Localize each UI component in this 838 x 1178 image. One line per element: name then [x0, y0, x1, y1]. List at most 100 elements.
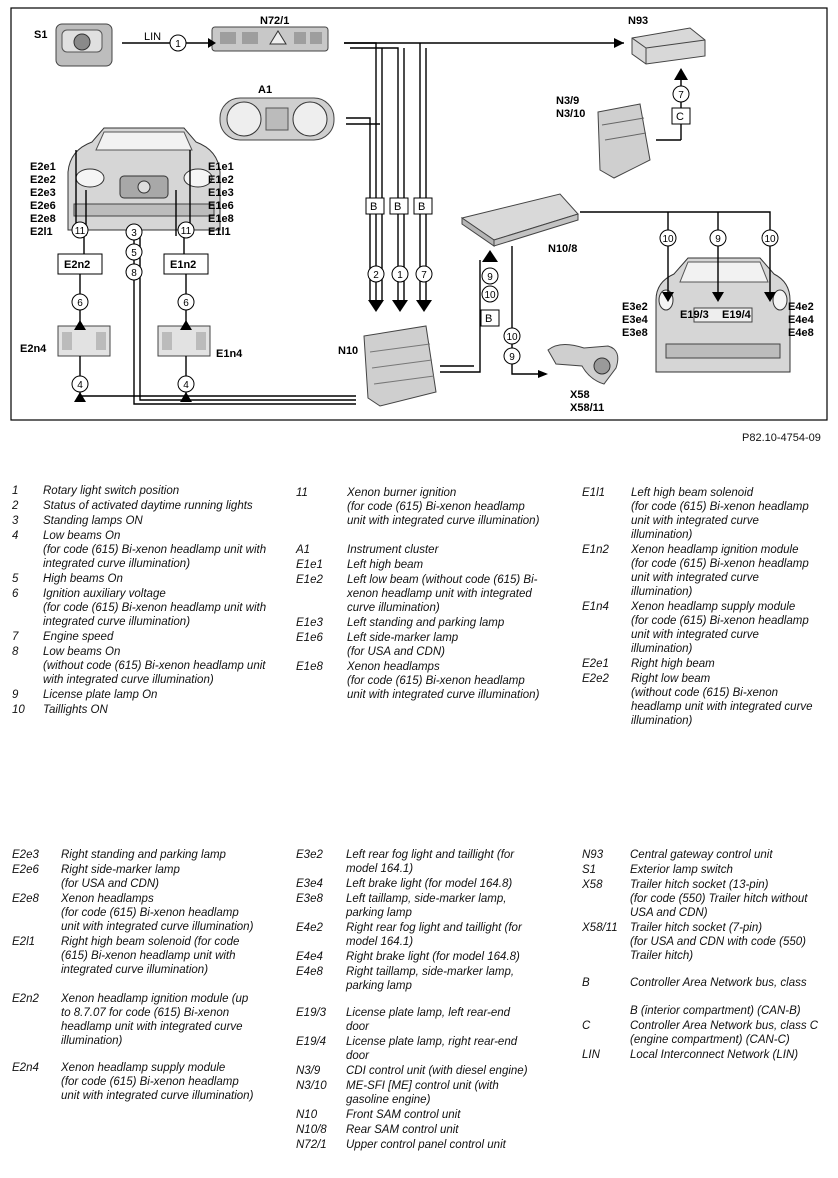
label-n93: N93 [628, 15, 648, 27]
svg-text:E4e4: E4e4 [788, 314, 815, 326]
legend-description: Trailer hitch socket (7-pin) (for USA an… [630, 922, 806, 962]
legend-code: E1e2 [296, 574, 323, 586]
legend-description: Right taillamp, side-marker lamp, parkin… [346, 966, 515, 992]
legend-code: E19/4 [296, 1036, 327, 1048]
svg-text:7: 7 [678, 90, 684, 101]
legend-description: Ignition auxiliary voltage (for code (61… [43, 588, 267, 628]
svg-text:10: 10 [506, 332, 518, 343]
legend-description: License plate lamp, left rear-end door [346, 1007, 511, 1033]
legend-code: E1l1 [582, 487, 606, 499]
s1-switch-icon [55, 23, 113, 67]
svg-text:E1e8: E1e8 [208, 213, 234, 225]
label-x58-11: X58/11 [570, 402, 604, 414]
legend-code: 3 [12, 515, 19, 527]
legend-code: E19/3 [296, 1007, 327, 1019]
legend-description: Controller Area Network bus, class B (in… [630, 977, 807, 1017]
legend-description: ME-SFI [ME] control unit (with gasoline … [346, 1080, 499, 1106]
label-e2n4: E2n4 [20, 343, 47, 355]
legend-code: E2e3 [12, 849, 39, 861]
legend-description: Xenon headlamps (for code (615) Bi-xenon… [61, 893, 254, 933]
svg-text:10: 10 [764, 234, 776, 245]
bus-b-3: B [418, 201, 425, 213]
legend-description: Status of activated daytime running ligh… [43, 500, 253, 512]
legend-description: Instrument cluster [347, 544, 439, 556]
legend-code: 6 [12, 588, 19, 600]
n3-ecu-icon [597, 103, 651, 179]
svg-text:E2e3: E2e3 [30, 187, 56, 199]
legend-code: E2n4 [12, 1062, 39, 1074]
svg-text:9: 9 [487, 272, 493, 283]
legend-code: E1n4 [582, 601, 609, 613]
wiring-diagram: S1 N72/1 N93 A1 N3/9 N3/10 [10, 7, 828, 421]
legend-code: E1n2 [582, 544, 609, 556]
label-e1n2: E1n2 [170, 259, 196, 271]
svg-text:11: 11 [181, 226, 192, 237]
svg-text:9: 9 [509, 352, 515, 363]
a1-cluster-icon [219, 97, 335, 141]
legend-code: X58/11 [582, 922, 618, 934]
legend-description: Right rear fog light and taillight (for … [346, 922, 522, 948]
legend-description: Xenon headlamp supply module (for code (… [61, 1062, 254, 1102]
legend-description: Front SAM control unit [346, 1109, 461, 1121]
svg-text:E3e8: E3e8 [622, 327, 648, 339]
legend-code: N3/9 [296, 1065, 321, 1077]
legend-code: E4e4 [296, 951, 323, 963]
legend-description: License plate lamp On [43, 689, 158, 701]
bus-c: C [676, 111, 684, 123]
legend-description: Upper control panel control unit [346, 1139, 506, 1151]
legend-description: Left high beam [347, 559, 424, 571]
svg-text:E2e8: E2e8 [30, 213, 56, 225]
legend-code: N72/1 [296, 1139, 327, 1151]
label-n72-1: N72/1 [260, 15, 289, 27]
bus-b-2: B [394, 201, 401, 213]
label-e1n4: E1n4 [216, 348, 243, 360]
svg-text:1: 1 [175, 39, 181, 50]
legend-description: Left low beam (without code (615) Bi-xen… [347, 574, 538, 614]
legend-description: Left high beam solenoid (for code (615) … [631, 487, 809, 541]
label-e19-4: E19/4 [722, 309, 752, 321]
legend-description: Engine speed [43, 631, 114, 643]
legend-description: Left rear fog light and taillight (for m… [346, 849, 515, 875]
legend-description: Left side-marker lamp (for USA and CDN) [347, 632, 459, 658]
legend-description: Left brake light (for model 164.8) [346, 878, 513, 890]
svg-text:5: 5 [131, 248, 137, 259]
legend-description: Right low beam (without code (615) Bi-xe… [631, 673, 813, 727]
legend-code: N10 [296, 1109, 318, 1121]
legend-code: C [582, 1020, 591, 1032]
svg-text:E4e8: E4e8 [788, 327, 814, 339]
rear-right-lamp-labels: E4e2 E4e4 E4e8 [788, 301, 815, 339]
legend-code: S1 [582, 864, 597, 876]
legend-description: Left taillamp, side-marker lamp, parking… [346, 893, 507, 919]
lin-label: LIN [144, 31, 161, 43]
legend-code: E4e2 [296, 922, 323, 934]
legend-description: High beams On [43, 573, 123, 585]
svg-text:E1e6: E1e6 [208, 200, 234, 212]
legend-description: Xenon headlamp supply module (for code (… [631, 601, 809, 655]
arrowheads [74, 38, 776, 402]
svg-text:8: 8 [131, 268, 137, 279]
front-left-lamp-labels: E2e1 E2e2 E2e3 E2e6 E2e8 E2l1 [30, 161, 56, 238]
label-s1: S1 [34, 29, 47, 41]
legend-code: N93 [582, 849, 604, 861]
label-x58: X58 [570, 389, 590, 401]
legend-code: 4 [12, 530, 19, 542]
n10-8-module-icon [460, 193, 579, 247]
legend-code: E2e2 [582, 673, 609, 685]
e2n4-module-icon [57, 325, 111, 357]
legend-description: Low beams On (without code (615) Bi-xeno… [43, 646, 266, 686]
front-right-lamp-labels: E1e1 E1e2 E1e3 E1e6 E1e8 E1l1 [208, 161, 234, 238]
label-n10: N10 [338, 345, 358, 357]
n10-module-icon [363, 325, 437, 407]
legend-description: Central gateway control unit [630, 849, 773, 861]
svg-text:E2l1: E2l1 [30, 226, 53, 238]
svg-text:4: 4 [183, 380, 189, 391]
legend-code: X58 [582, 879, 603, 891]
bus-b-1: B [370, 201, 377, 213]
legend-description: Taillights ON [43, 704, 108, 716]
svg-text:10: 10 [484, 290, 496, 301]
svg-text:4: 4 [77, 380, 83, 391]
legend-description: Xenon headlamps (for code (615) Bi-xenon… [347, 661, 540, 701]
svg-text:9: 9 [715, 234, 721, 245]
svg-text:10: 10 [662, 234, 674, 245]
svg-text:2: 2 [373, 270, 379, 281]
